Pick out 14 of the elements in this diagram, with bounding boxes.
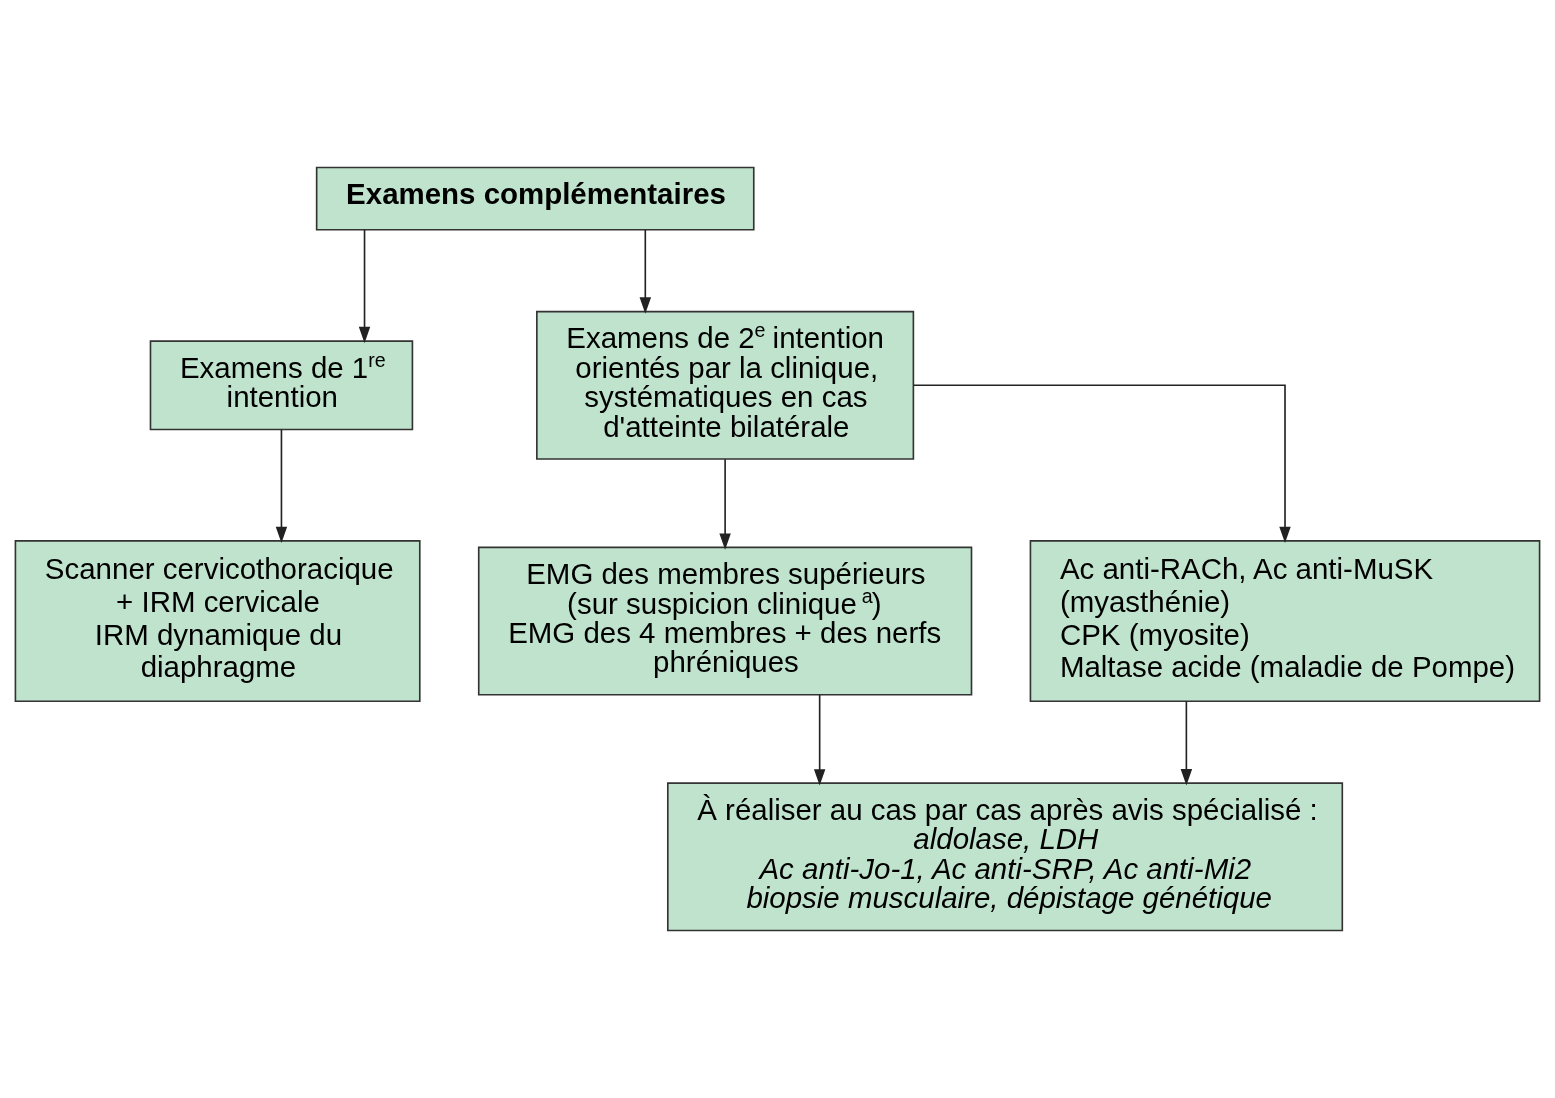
node-box: Ac anti-RACh, Ac anti-MuSK (myasthénie) CPK (myosite) Maltase acide (maladie de Pompe): [1029, 540, 1541, 703]
arrow: [1180, 700, 1193, 786]
arrow: [719, 458, 731, 550]
arrow: [275, 428, 288, 544]
node-box: Examens complémentaires: [315, 166, 755, 231]
node-box: Examens de 2$^{e}$ intention orientés par la clinique, systématiques en cas d'atteinte bilatérale: [536, 310, 915, 460]
arrow: [913, 384, 1291, 544]
node-box: Examens de 1$^{re}$ intention: [149, 340, 414, 431]
arrow: [358, 229, 371, 344]
arrow: [639, 229, 652, 314]
node-box: Scanner cervicothoracique + IRM cervicale IRM dynamique du diaphragme: [14, 540, 421, 703]
node-box: À réaliser au cas par cas après avis spécialisé : aldolase, LDH Ac anti-Jo-1, Ac anti-SRP, Ac anti-Mi2 biopsie musculaire, dépistage génétique: [667, 782, 1344, 932]
node-box: EMG des membres supérieurs (sur suspicion clinique $^{a}$) EMG des 4 membres + des nerfs phréniques: [477, 546, 973, 696]
arrow: [813, 694, 826, 786]
